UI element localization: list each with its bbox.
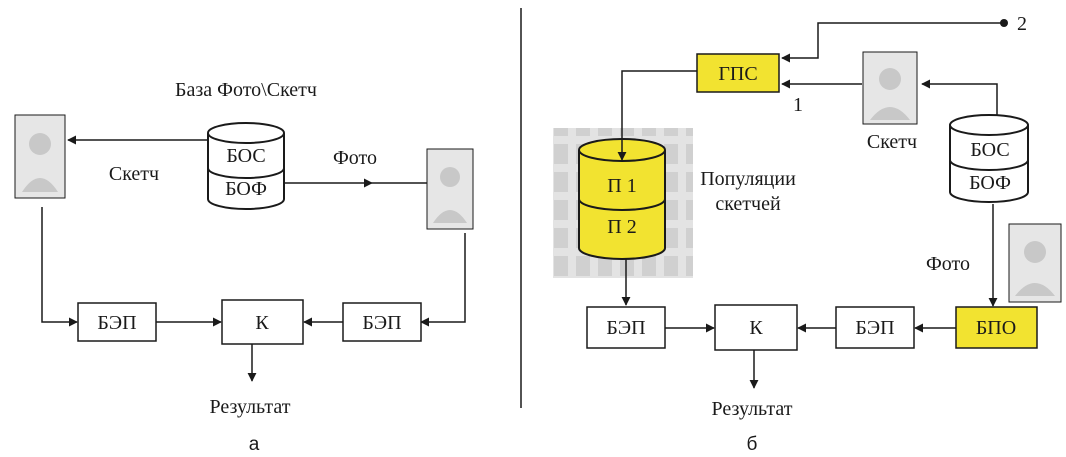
feature-extractor-right-label: БЭП <box>362 312 401 334</box>
photo-database-label: БОФ <box>225 178 267 200</box>
photo-preprocessor <box>955 306 1038 349</box>
feature-extractor-left-label: БЭП <box>97 312 136 334</box>
population-1-label: П 1 <box>607 175 636 197</box>
sketch-database-label: БОС <box>226 145 265 167</box>
photo-preprocessor-label: БПО <box>976 317 1016 339</box>
sketch-population-generator <box>696 53 780 93</box>
sketch-population-generator-label: ГПС <box>718 63 757 85</box>
panel-a: База Фото\Скетч БОС БОФ Скетч Фото БЭП К… <box>14 79 474 455</box>
result-label: Результат <box>209 396 290 418</box>
feature-extractor-left-label: БЭП <box>606 317 645 339</box>
database-title: База Фото\Скетч <box>175 79 317 101</box>
panel-b: 2 ГПС 1 Скетч БОС БОФ Фото <box>553 13 1062 455</box>
feature-extractor-left <box>586 306 666 349</box>
panel-a-caption: а <box>249 434 260 455</box>
result-label: Результат <box>711 398 792 420</box>
comparator-label: К <box>255 312 269 334</box>
photo-sketch-database <box>207 122 285 210</box>
photo-database-label: БОФ <box>969 172 1011 194</box>
photo-sketch-database <box>949 114 1029 203</box>
sketch-label: Скетч <box>867 131 917 153</box>
comparator-block <box>714 304 798 351</box>
comparator-label: К <box>749 317 763 339</box>
sketch-to-bep-arrow <box>41 207 78 327</box>
photo-portrait-placeholder <box>1008 223 1062 303</box>
feature-extractor-right-label: БЭП <box>855 317 894 339</box>
sketch-portrait-placeholder <box>14 114 66 199</box>
photo-portrait-placeholder <box>426 148 474 230</box>
database-to-sketch-arrow <box>921 79 998 115</box>
sketch-label: Скетч <box>109 163 159 185</box>
population-caption-line-1: Популяции <box>700 168 796 190</box>
population-2-label: П 2 <box>607 216 636 238</box>
comparator-block <box>221 299 304 345</box>
population-caption-line-2: скетчей <box>715 193 781 215</box>
sketch-portrait-placeholder <box>862 51 918 125</box>
generator-to-population-arrow <box>617 70 697 161</box>
sketch-database-label: БОС <box>970 139 1009 161</box>
external-input-node <box>1000 19 1008 27</box>
feature-extractor-right <box>835 306 915 349</box>
external-input-number: 2 <box>1017 13 1027 35</box>
photo-label: Фото <box>333 147 377 169</box>
external-input-arrow <box>781 22 1003 63</box>
panel-b-caption: б <box>747 434 758 455</box>
photo-to-bep-arrow <box>420 233 466 327</box>
photo-label: Фото <box>926 253 970 275</box>
sketch-input-number: 1 <box>793 94 803 116</box>
